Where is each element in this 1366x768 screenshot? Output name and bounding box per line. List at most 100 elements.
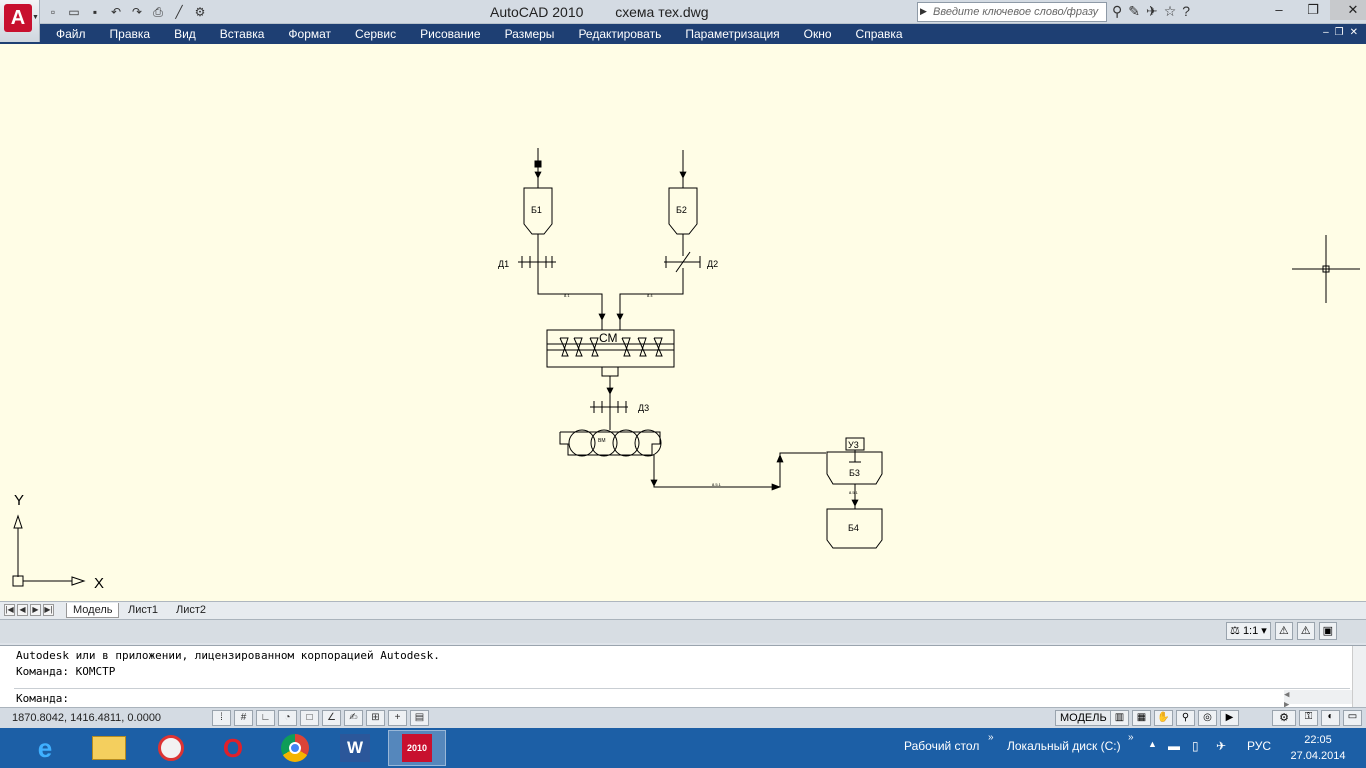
help-search-input[interactable]: ▶ Введите ключевое слово/фразу — [917, 2, 1107, 22]
taskbar-clock[interactable]: 22:05 27.04.2014 — [1288, 732, 1348, 764]
workspace-switch-icon[interactable]: ▣ — [1318, 622, 1337, 640]
local-disk-toolbar[interactable]: Локальный диск (C:) — [1007, 739, 1121, 753]
quick-view-drawings-icon[interactable]: ▦ — [1132, 710, 1151, 726]
chrome-icon[interactable] — [266, 730, 324, 766]
airplane-mode-icon[interactable]: ✈ — [1216, 739, 1227, 753]
match-properties-icon[interactable]: ╱ — [175, 5, 183, 19]
ortho-mode-icon[interactable]: ∟ — [256, 710, 275, 726]
menu-edit[interactable]: Правка — [109, 27, 151, 41]
tab-layout1[interactable]: Лист1 — [128, 604, 159, 616]
first-tab-icon[interactable]: |◀ — [4, 604, 15, 616]
doc-minimize-icon[interactable]: – — [1323, 27, 1329, 38]
tray-expand-icon[interactable]: ▲ — [1148, 739, 1157, 749]
steering-wheel-icon[interactable]: ◎ — [1198, 710, 1217, 726]
showmotion-icon[interactable]: ▶ — [1220, 710, 1239, 726]
zoom-icon[interactable]: ⚲ — [1176, 710, 1195, 726]
object-snap-tracking-icon[interactable]: ∠ — [322, 710, 341, 726]
snap-mode-icon[interactable]: ⁞ — [212, 710, 231, 726]
opera-icon[interactable]: O — [222, 732, 244, 763]
command-prompt[interactable]: Команда: — [16, 692, 69, 705]
close-icon[interactable]: ✕ — [1330, 0, 1366, 20]
minimize-icon[interactable]: – — [1275, 2, 1283, 17]
device-icon[interactable]: ▯ — [1192, 739, 1199, 753]
battery-icon[interactable]: ▬ — [1168, 739, 1180, 753]
tab-layout2[interactable]: Лист2 — [176, 604, 207, 616]
title-bar: ▫ ▭ ▪ ↶ ↷ ⎙ ╱ ⚙ AutoCAD 2010 схема тех.d… — [0, 0, 1366, 24]
object-snap-icon[interactable]: □ — [300, 710, 319, 726]
open-icon[interactable]: ▭ — [68, 5, 80, 19]
status-bar: 1870.8042, 1416.4811, 0.0000 ⁞ # ∟ ◔ □ ∠… — [0, 707, 1366, 728]
lineweight-icon[interactable]: + — [388, 710, 407, 726]
tab-model[interactable]: Модель — [66, 603, 120, 618]
last-tab-icon[interactable]: ▶| — [43, 604, 54, 616]
maximize-icon[interactable]: ❐ — [1307, 2, 1319, 17]
model-space-button[interactable]: МОДЕЛЬ — [1055, 710, 1112, 726]
annotation-visibility-icon[interactable]: ⚠ — [1274, 622, 1293, 640]
workspace-icon[interactable]: ⚙ — [194, 5, 206, 19]
dynamic-input-icon[interactable]: ⊞ — [366, 710, 385, 726]
b3-riser-arrow — [776, 454, 784, 463]
redo-icon[interactable]: ↷ — [131, 5, 143, 19]
prev-tab-icon[interactable]: ◀ — [17, 604, 28, 616]
application-menu-button[interactable]: A ▼ — [0, 0, 40, 42]
mixer-paddles — [559, 337, 663, 357]
menu-help[interactable]: Справка — [855, 27, 903, 41]
menu-file[interactable]: Файл — [56, 27, 86, 41]
paint-icon[interactable] — [142, 730, 200, 766]
binoculars-icon[interactable]: ⚲ — [1112, 3, 1123, 19]
new-icon[interactable]: ▫ — [50, 5, 56, 19]
menu-insert[interactable]: Вставка — [219, 27, 265, 41]
hopper-b1 — [523, 187, 553, 235]
lock-icon[interactable]: ⚿ — [1299, 710, 1318, 726]
word-icon[interactable]: W — [326, 730, 384, 766]
menu-bar: Файл Правка Вид Вставка Формат Сервис Ри… — [0, 24, 1366, 44]
command-scrollbar[interactable] — [1352, 646, 1366, 708]
explorer-icon[interactable] — [80, 730, 138, 766]
desktop-chevron-icon[interactable]: » — [988, 732, 994, 743]
window-controls: – ❐ ✕ — [1262, 0, 1366, 20]
menu-window[interactable]: Окно — [803, 27, 832, 41]
menu-tools[interactable]: Сервис — [355, 27, 397, 41]
ducs-icon[interactable]: ✍ — [344, 710, 363, 726]
command-history-line-2: Команда: КОМСТР — [16, 665, 116, 678]
menu-view[interactable]: Вид — [174, 27, 196, 41]
menu-format[interactable]: Формат — [288, 27, 332, 41]
b1-to-mixer-line — [537, 268, 603, 330]
workspace-gear-icon[interactable]: ⚙ — [1272, 710, 1296, 726]
ie-icon[interactable]: e — [37, 732, 53, 763]
polar-tracking-icon[interactable]: ◔ — [278, 710, 297, 726]
command-line: Autodesk или в приложении, лицензированн… — [0, 645, 1366, 710]
menu-modify[interactable]: Редактировать — [578, 27, 662, 41]
autocad-taskbar-icon[interactable]: 2010 — [388, 730, 446, 766]
menu-draw[interactable]: Рисование — [420, 27, 481, 41]
command-hscroll[interactable]: ◀ ▶ — [1284, 690, 1352, 710]
menu-dimension[interactable]: Размеры — [504, 27, 555, 41]
annotation-scale[interactable]: ⚖ 1:1 ▾ — [1226, 622, 1271, 640]
language-indicator[interactable]: РУС — [1247, 739, 1272, 753]
isolate-objects-icon[interactable]: ◐ — [1321, 710, 1340, 726]
save-icon[interactable]: ▪ — [92, 5, 98, 19]
menu-parametric[interactable]: Параметризация — [685, 27, 780, 41]
quick-view-layouts-icon[interactable]: ▥ — [1110, 710, 1129, 726]
drawing-canvas[interactable]: Б1 Б2 Д1 Д2 СМ Д3 ВМ У3 Б3 Б4 8.1 8.4 8.… — [0, 44, 1366, 601]
grid-display-icon[interactable]: # — [234, 710, 253, 726]
auto-scale-icon[interactable]: ⚠ — [1296, 622, 1315, 640]
doc-restore-icon[interactable]: ❐ — [1334, 27, 1344, 38]
autocad-icon-label: 2010 — [402, 734, 432, 762]
label-b3: Б3 — [849, 468, 860, 478]
pan-icon[interactable]: ✋ — [1154, 710, 1173, 726]
doc-close-icon[interactable]: ✕ — [1349, 27, 1358, 38]
desktop-toolbar[interactable]: Рабочий стол — [904, 739, 980, 753]
favorites-icon[interactable]: ☆ — [1163, 3, 1177, 19]
undo-icon[interactable]: ↶ — [110, 5, 122, 19]
subscription-icon[interactable]: ✎ — [1128, 3, 1140, 19]
help-icon[interactable]: ? — [1182, 3, 1191, 19]
communication-icon[interactable]: ✈ — [1146, 3, 1158, 19]
plot-icon[interactable]: ⎙ — [153, 4, 163, 19]
next-tab-icon[interactable]: ▶ — [30, 604, 41, 616]
clean-screen-icon[interactable]: ▭ — [1343, 710, 1362, 726]
disk-chevron-icon[interactable]: » — [1128, 732, 1134, 743]
coordinates-readout[interactable]: 1870.8042, 1416.4811, 0.0000 — [12, 712, 162, 724]
mill-roller-2 — [590, 429, 618, 457]
quick-properties-icon[interactable]: ▤ — [410, 710, 429, 726]
